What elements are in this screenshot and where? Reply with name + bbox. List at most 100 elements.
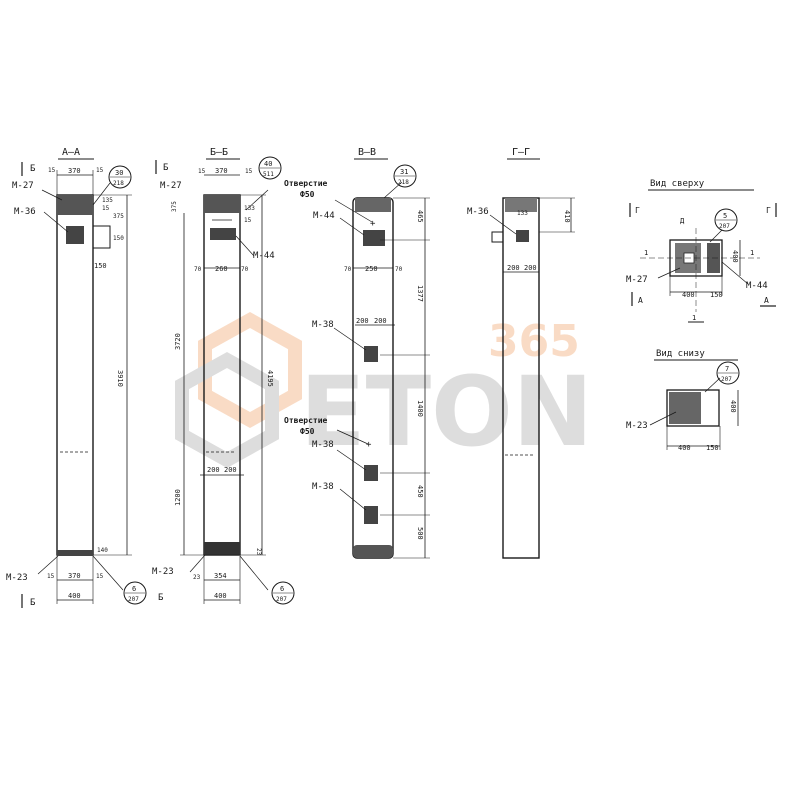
dim-g-200: 200 <box>507 264 520 272</box>
watermark-logo-icon <box>175 311 302 469</box>
svg-text:31: 31 <box>400 168 408 176</box>
dim-top-400-vertical: 400 <box>731 250 739 263</box>
view-top: Вид сверху Г Г Д М-27 М-44 400 150 400 1… <box>626 179 777 323</box>
mark-m23: М-23 <box>6 573 28 583</box>
dim-b-1200: 1200 <box>174 489 182 506</box>
dim-a-150: 150 <box>113 235 124 242</box>
callout-6-207-b: 6 207 <box>271 581 295 605</box>
dim-v-1400: 1400 <box>416 400 424 417</box>
mark-m38: М-38 <box>312 320 334 330</box>
dim-a-15: 15 <box>102 205 110 212</box>
dim-a-width: 400 <box>68 592 81 600</box>
view-title-g-g: Г—Г <box>512 147 530 158</box>
dim-a-top-370: 370 <box>68 167 81 175</box>
embedded-plate-bottom <box>204 542 240 555</box>
view-title-a-a: А—А <box>62 147 80 158</box>
view-a-a: А—А Б М-27 М-36 М-23 370 <box>6 147 147 608</box>
cut-label-1: 1 <box>692 314 696 322</box>
dim-v-450: 450 <box>416 485 424 498</box>
embedded-plate-m44 <box>363 230 385 246</box>
svg-text:218: 218 <box>113 180 124 187</box>
dim-a-height: 3910 <box>116 370 124 387</box>
watermark: 365 ETON <box>175 311 593 469</box>
view-title-bottom: Вид снизу <box>656 349 705 359</box>
dim-b-133: 133 <box>244 205 255 212</box>
svg-text:30: 30 <box>115 169 123 177</box>
hole-marker-top: + <box>370 219 376 229</box>
dim-a-15: 15 <box>96 167 104 174</box>
dim-v-1377: 1377 <box>416 285 424 302</box>
dim-b-23: 23 <box>193 574 201 581</box>
dim-top-150: 150 <box>710 291 723 299</box>
dim-b-3720: 3720 <box>174 333 182 350</box>
dim-a-15: 15 <box>48 167 56 174</box>
dim-bottom-400-vertical: 400 <box>729 400 737 413</box>
dim-b-200: 200 <box>224 466 237 474</box>
mark-m36: М-36 <box>14 207 36 217</box>
svg-text:40: 40 <box>264 160 272 168</box>
svg-text:207: 207 <box>719 223 730 230</box>
embedded-plate-m38 <box>364 506 378 524</box>
dim-b-70: 70 <box>194 266 202 273</box>
cut-label-top-b: Б <box>30 164 35 174</box>
cut-label-1: 1 <box>750 249 754 257</box>
callout-40-511: 40 511 <box>258 156 282 180</box>
mark-m44: М-44 <box>313 211 335 221</box>
dim-a-140: 140 <box>97 547 108 554</box>
mark-m44: М-44 <box>746 281 768 291</box>
dim-top-400: 400 <box>682 291 695 299</box>
dim-b-375: 375 <box>171 201 178 212</box>
dim-a-135: 135 <box>102 197 113 204</box>
dim-v-70: 70 <box>395 266 403 273</box>
embedded-plate-top <box>204 195 240 213</box>
cut-label-g: Г <box>766 206 771 215</box>
dim-b-15: 15 <box>245 168 253 175</box>
svg-text:207: 207 <box>721 376 732 383</box>
dim-g-133: 133 <box>517 210 528 217</box>
mark-m38: М-38 <box>312 440 334 450</box>
dim-b-370: 370 <box>215 167 228 175</box>
dim-v-200: 200 <box>374 317 387 325</box>
callout-6-207-a: 6 207 <box>123 581 147 605</box>
cut-label-bottom-b: Б <box>30 598 35 608</box>
cut-label-b-bottom: Б <box>158 593 163 603</box>
view-title-top: Вид сверху <box>650 179 705 189</box>
callout-5-207: 5 207 <box>714 208 738 232</box>
cut-label-d: Д <box>680 217 685 225</box>
hole-diameter-top: Ф50 <box>300 190 315 199</box>
dim-bottom-150: 150 <box>706 444 719 452</box>
svg-text:6: 6 <box>280 585 284 593</box>
svg-text:6: 6 <box>132 585 136 593</box>
svg-text:511: 511 <box>263 171 274 178</box>
dim-b-23: 23 <box>255 548 262 556</box>
view-v-v: В—В + + Отверстие Ф50 М-44 М-38 Отверсти… <box>284 147 430 559</box>
dim-b-15: 15 <box>198 168 206 175</box>
callout-31-218: 31 218 <box>393 164 417 188</box>
hole-label-top: Отверстие <box>284 179 328 188</box>
dim-a-150-bracket: 150 <box>94 262 107 270</box>
embedded-plate-m44 <box>210 228 236 240</box>
embedded-plate-m23 <box>669 392 701 424</box>
callout-30-218: 30 218 <box>108 165 132 189</box>
mark-m27: М-27 <box>160 181 182 191</box>
dim-v-200: 200 <box>356 317 369 325</box>
hole-diameter-bottom: Ф50 <box>300 427 315 436</box>
view-b-b: Б—Б Б М-27 М-44 М-23 370 15 15 133 15 37 <box>152 147 295 605</box>
cut-label-a: А <box>764 296 769 305</box>
svg-text:7: 7 <box>725 365 729 373</box>
dim-b-260: 260 <box>215 265 228 273</box>
svg-text:207: 207 <box>276 596 287 603</box>
dim-b-width: 400 <box>214 592 227 600</box>
embedded-plate-m36 <box>66 226 84 244</box>
mark-m38: М-38 <box>312 482 334 492</box>
cut-label-g: Г <box>635 206 640 215</box>
view-title-v-v: В—В <box>358 147 376 158</box>
dim-a-15: 15 <box>47 573 55 580</box>
view-bottom: Вид снизу М-23 400 150 400 7 207 <box>626 349 740 452</box>
view-g-g: Г—Г М-36 410 133 200 200 <box>467 147 575 559</box>
cut-label-1: 1 <box>644 249 648 257</box>
dim-g-410: 410 <box>563 210 571 223</box>
embedded-plate-m36 <box>516 230 529 242</box>
mark-m44: М-44 <box>253 251 275 261</box>
